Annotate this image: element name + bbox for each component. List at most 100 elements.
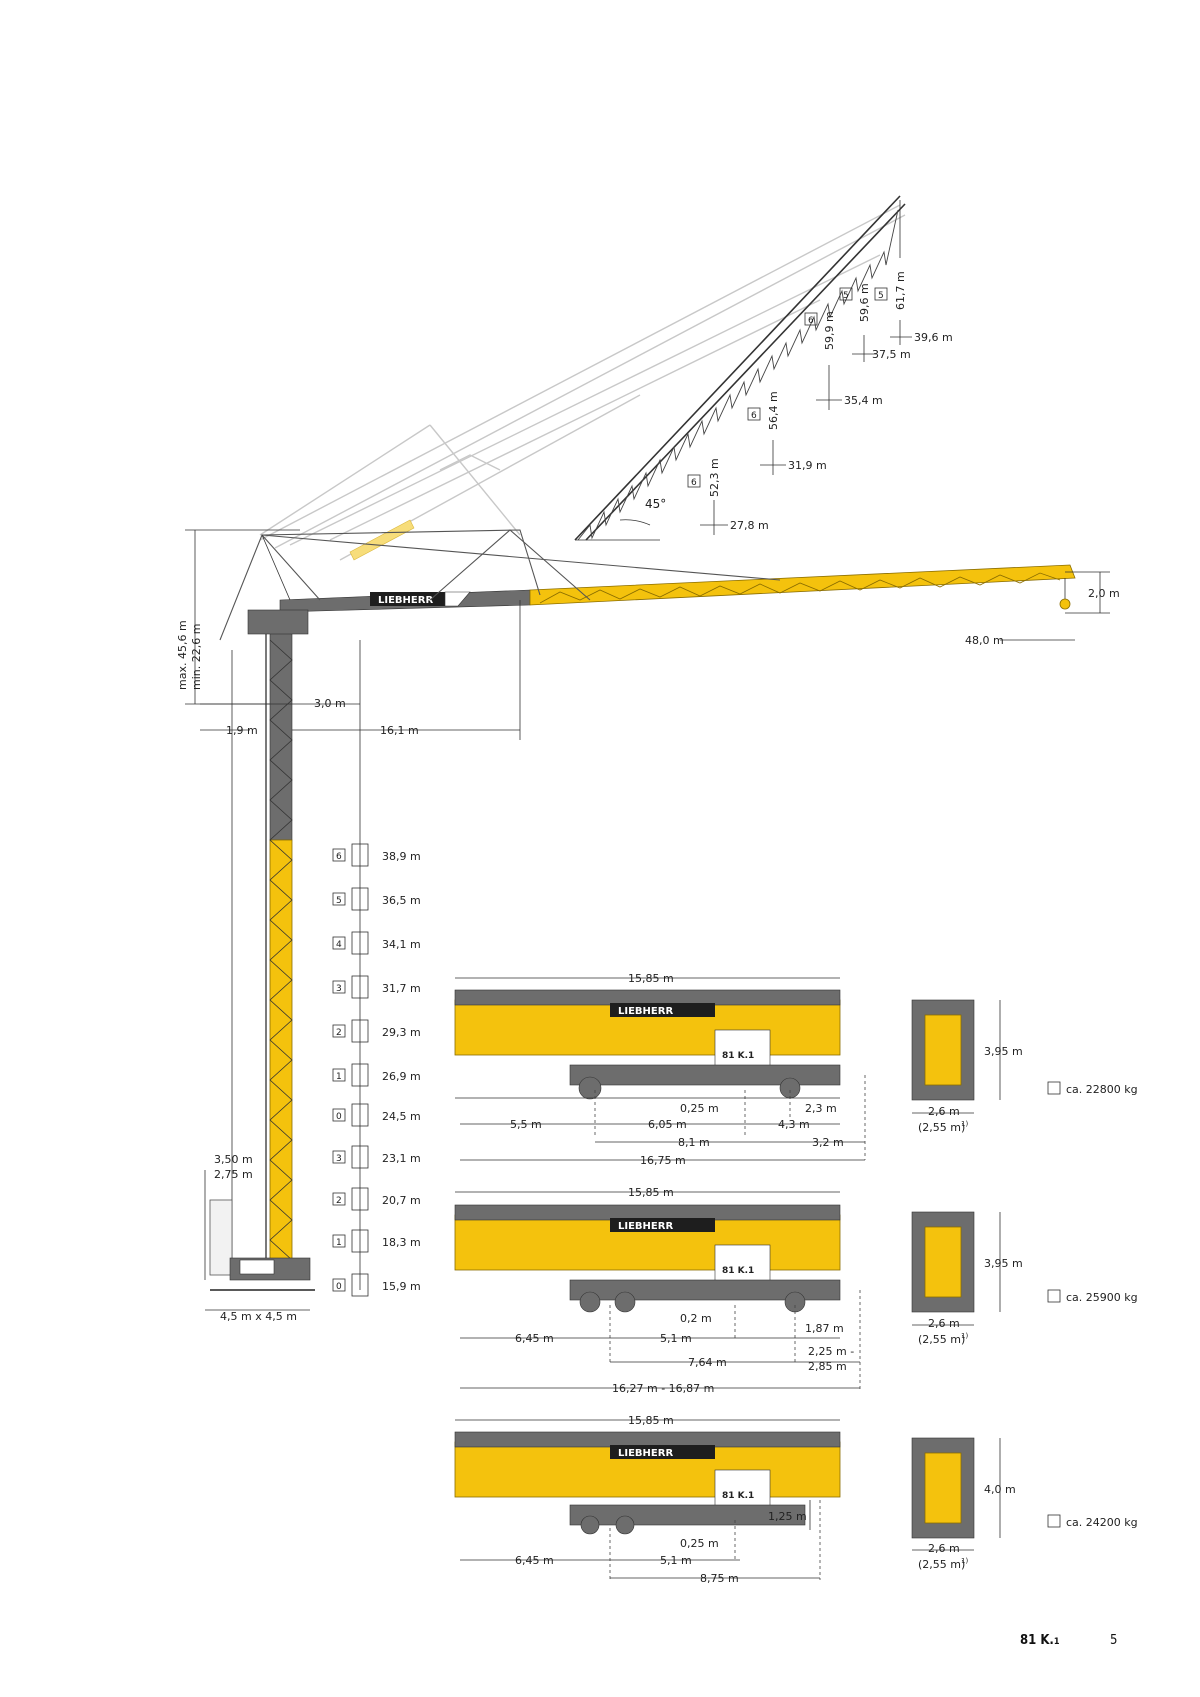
svg-text:8,75 m: 8,75 m <box>700 1572 739 1585</box>
mast-section-icon <box>351 1063 369 1087</box>
luff-angle: 45° <box>645 497 666 511</box>
svg-text:2,25 m -: 2,25 m - <box>808 1345 854 1358</box>
svg-text:LIEBHERR: LIEBHERR <box>618 1448 673 1459</box>
horizontal-jib: LIEBHERR <box>219 529 1076 641</box>
svg-text:ca. 22800 kg: ca. 22800 kg <box>1066 1083 1138 1096</box>
svg-text:1): 1) <box>961 1120 968 1128</box>
svg-text:15,85 m: 15,85 m <box>628 1414 674 1427</box>
luffing-jib <box>574 195 906 541</box>
svg-text:LIEBHERR: LIEBHERR <box>618 1221 673 1232</box>
svg-text:5: 5 <box>843 291 849 301</box>
mast-section-icon <box>351 1187 369 1211</box>
hook-height-box <box>332 936 346 950</box>
luff-r-27-8: 27,8 m <box>730 519 769 532</box>
svg-text:7,64 m: 7,64 m <box>688 1356 727 1369</box>
footer-model-name: 81 K. <box>1020 1633 1054 1648</box>
svg-text:2,3 m: 2,3 m <box>805 1102 837 1115</box>
mast-section-icon <box>351 887 369 911</box>
svg-text:4,0 m: 4,0 m <box>984 1483 1016 1496</box>
transport-config-3: 15,85 m LIEBHERR 81 K.1 0,25 m 1,25 m 6,… <box>454 1414 1138 1585</box>
mast-section-icon <box>351 1145 369 1169</box>
ballast-3-50: 3,50 m <box>214 1153 253 1166</box>
svg-text:81 K.1: 81 K.1 <box>722 1491 754 1501</box>
hook-height-value: 15,9 m <box>382 1280 421 1293</box>
svg-text:3,2 m: 3,2 m <box>812 1136 844 1149</box>
hook-height-2-0: 2,0 m <box>1088 587 1120 600</box>
hook-height-box <box>332 1278 346 1292</box>
luff-h-61-7: 61,7 m <box>894 271 907 310</box>
svg-text:3,95 m: 3,95 m <box>984 1257 1023 1270</box>
svg-text:1): 1) <box>961 1557 968 1565</box>
svg-text:(2,55 m): (2,55 m) <box>918 1558 965 1571</box>
svg-text:81 K.1: 81 K.1 <box>722 1266 754 1276</box>
hook-height-value: 34,1 m <box>382 938 421 951</box>
svg-text:6: 6 <box>751 411 757 421</box>
hook-height-box <box>332 1108 346 1122</box>
dim-1-9: 1,9 m <box>226 724 258 737</box>
height-max-label: max. 45,6 m <box>176 620 189 690</box>
hook-height-value: 29,3 m <box>382 1026 421 1039</box>
hook-height-section: 0 <box>336 1282 342 1292</box>
hook-height-value: 36,5 m <box>382 894 421 907</box>
svg-text:2,85 m: 2,85 m <box>808 1360 847 1373</box>
svg-text:1,25 m: 1,25 m <box>768 1510 807 1523</box>
svg-text:16,27 m - 16,87 m: 16,27 m - 16,87 m <box>612 1382 714 1395</box>
tower <box>209 609 315 1291</box>
svg-text:5,5 m: 5,5 m <box>510 1118 542 1131</box>
luff-r-39-6: 39,6 m <box>914 331 953 344</box>
mast-section-icon <box>351 975 369 999</box>
svg-text:6,45 m: 6,45 m <box>515 1554 554 1567</box>
svg-text:ca. 24200 kg: ca. 24200 kg <box>1066 1516 1138 1529</box>
hook-height-section: 2 <box>336 1028 342 1038</box>
hook-height-box <box>332 892 346 906</box>
svg-text:2,6 m: 2,6 m <box>928 1105 960 1118</box>
jib-tip-dimensions: 2,0 m 48,0 m <box>965 571 1120 647</box>
svg-text:5: 5 <box>878 291 884 301</box>
svg-text:LIEBHERR: LIEBHERR <box>618 1006 673 1017</box>
hook-height-value: 24,5 m <box>382 1110 421 1123</box>
footer-model: 81 K.1 <box>1020 1633 1060 1648</box>
mast-section-icon <box>351 1019 369 1043</box>
luff-r-35-4: 35,4 m <box>844 394 883 407</box>
hook-height-box <box>332 1234 346 1248</box>
hook-height-section: 4 <box>336 940 342 950</box>
svg-text:ca. 25900 kg: ca. 25900 kg <box>1066 1291 1138 1304</box>
mast-section-icon <box>351 1273 369 1297</box>
ballast-2-75: 2,75 m <box>214 1168 253 1181</box>
jib-radius-48: 48,0 m <box>965 634 1004 647</box>
hook-height-box <box>332 980 346 994</box>
svg-text:5,1 m: 5,1 m <box>660 1332 692 1345</box>
svg-text:0,25 m: 0,25 m <box>680 1102 719 1115</box>
svg-text:2,6 m: 2,6 m <box>928 1317 960 1330</box>
svg-text:4,3 m: 4,3 m <box>778 1118 810 1131</box>
hook-height-box <box>332 1024 346 1038</box>
dim-3-0: 3,0 m <box>314 697 346 710</box>
hook-height-section: 3 <box>336 984 342 994</box>
hook-height-section: 5 <box>336 896 342 906</box>
hook-height-section: 1 <box>336 1072 342 1082</box>
svg-text:0,25 m: 0,25 m <box>680 1537 719 1550</box>
tower-dimensions: max. 45,6 m min. 22,6 m 3,0 m 1,9 m 16,1… <box>176 529 521 1323</box>
hook-height-section: 2 <box>336 1196 342 1206</box>
hook-height-value: 23,1 m <box>382 1152 421 1165</box>
luff-r-37-5: 37,5 m <box>872 348 911 361</box>
svg-text:15,85 m: 15,85 m <box>628 1186 674 1199</box>
mast-section-icon <box>351 843 369 867</box>
base-size: 4,5 m x 4,5 m <box>220 1310 297 1323</box>
svg-text:(2,55 m): (2,55 m) <box>918 1333 965 1346</box>
hook-height-box <box>332 1068 346 1082</box>
ghost-jib-positions <box>259 204 906 561</box>
svg-text:6: 6 <box>691 478 697 488</box>
luff-h-59-9: 59,9 m <box>823 311 836 350</box>
svg-text:16,75 m: 16,75 m <box>640 1154 686 1167</box>
luff-h-56-4: 56,4 m <box>767 391 780 430</box>
svg-text:5,1 m: 5,1 m <box>660 1554 692 1567</box>
hook-height-value: 20,7 m <box>382 1194 421 1207</box>
luff-h-52-3: 52,3 m <box>708 458 721 497</box>
svg-text:(2,55 m): (2,55 m) <box>918 1121 965 1134</box>
svg-text:0,2 m: 0,2 m <box>680 1312 712 1325</box>
footer-model-sub: 1 <box>1053 1637 1060 1647</box>
hook-height-box <box>332 848 346 862</box>
